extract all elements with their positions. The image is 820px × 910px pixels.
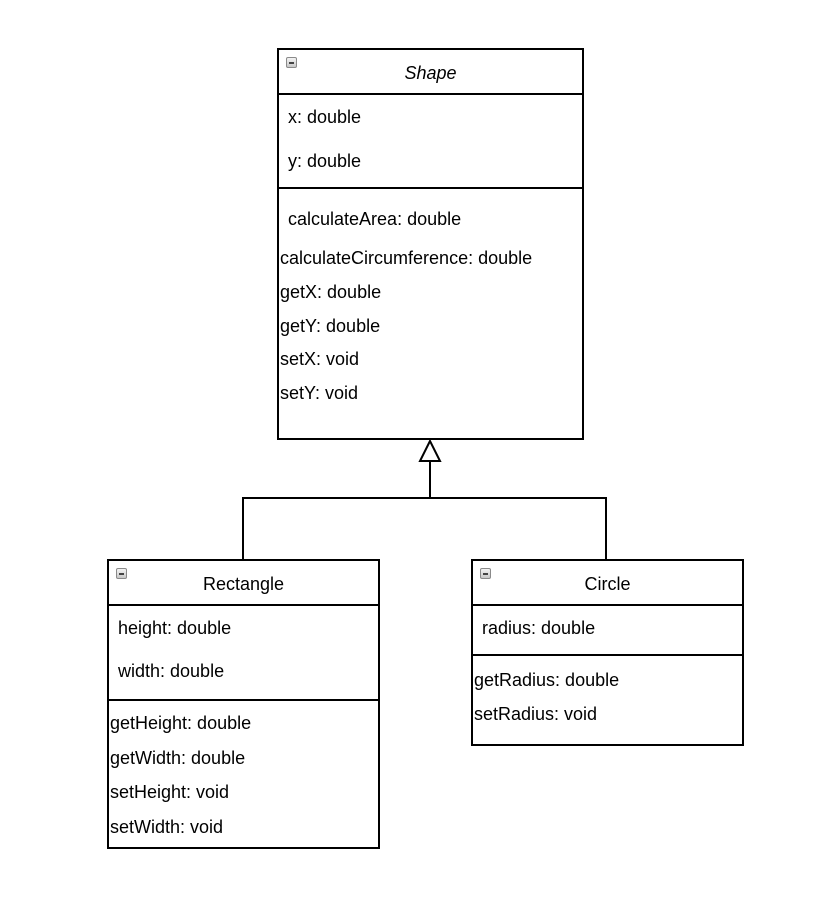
class-header: Circle (473, 561, 742, 606)
minus-square-icon[interactable] (480, 568, 491, 579)
class-rectangle[interactable]: Rectangle height: double width: double g… (107, 559, 380, 849)
method[interactable]: setWidth: void (110, 817, 224, 837)
method[interactable]: setHeight: void (110, 782, 230, 802)
method[interactable]: getHeight: double (110, 713, 252, 733)
class-header: Rectangle (109, 561, 378, 606)
class-header: Shape (279, 50, 582, 95)
connector-circle-shape[interactable] (429, 461, 607, 559)
method[interactable]: getY: double (280, 316, 381, 336)
class-name: Circle (584, 574, 631, 594)
class-name: Shape (404, 63, 457, 83)
method[interactable]: getWidth: double (110, 748, 246, 768)
attribute[interactable]: width: double (118, 661, 225, 681)
minus-square-icon[interactable] (116, 568, 127, 579)
method[interactable]: getX: double (280, 282, 382, 302)
class-name: Rectangle (202, 574, 285, 594)
method[interactable]: calculateArea: double (288, 209, 462, 229)
minus-square-icon[interactable] (286, 57, 297, 68)
attribute[interactable]: radius: double (482, 618, 596, 638)
attribute[interactable]: height: double (118, 618, 232, 638)
generalization-arrow-icon (418, 438, 442, 462)
divider (473, 654, 742, 656)
method[interactable]: setX: void (280, 349, 360, 369)
class-shape[interactable]: Shape x: double y: double calculateArea:… (277, 48, 584, 440)
divider (109, 699, 378, 701)
attribute[interactable]: y: double (288, 151, 362, 171)
divider (279, 187, 582, 189)
connector-rectangle-shape[interactable] (242, 497, 430, 559)
method[interactable]: calculateCircumference: double (280, 248, 533, 268)
method[interactable]: setRadius: void (474, 704, 598, 724)
method[interactable]: setY: void (280, 383, 359, 403)
attribute[interactable]: x: double (288, 107, 362, 127)
class-circle[interactable]: Circle radius: double getRadius: double … (471, 559, 744, 746)
method[interactable]: getRadius: double (474, 670, 620, 690)
